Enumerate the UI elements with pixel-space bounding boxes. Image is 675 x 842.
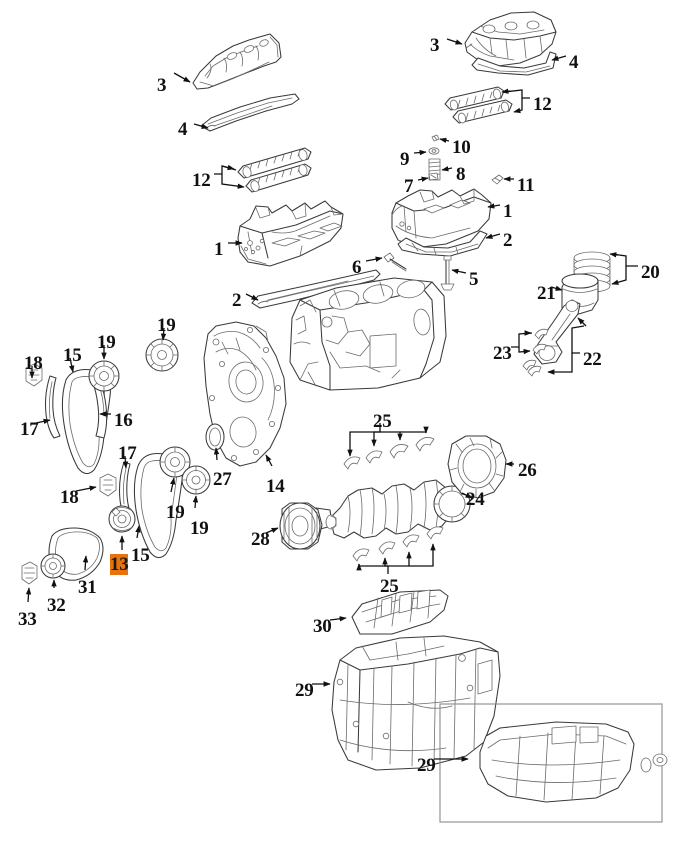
callout-label-17: 17	[20, 419, 39, 440]
part-valve-cover-left	[192, 33, 282, 90]
part-head-bolt-6	[383, 252, 407, 272]
part-valve-spring-seat-7	[428, 172, 439, 181]
callout-label-18: 18	[60, 487, 79, 508]
callout-label-25: 25	[373, 411, 392, 432]
part-valve-keeper-10	[431, 134, 440, 142]
callout-label-32: 32	[47, 595, 66, 616]
callout-label-16: 16	[114, 410, 133, 431]
part-camshaft-left-pair	[237, 147, 312, 193]
callout-label-31: 31	[78, 577, 97, 598]
callout-label-12: 12	[533, 94, 552, 115]
callout-label-10: 10	[452, 137, 471, 158]
part-oil-baffle-30	[351, 589, 449, 635]
part-camshaft-right-pair	[444, 86, 513, 124]
callout-label-19: 19	[97, 332, 116, 353]
callout-label-9: 9	[400, 149, 410, 170]
callout-label-20: 20	[641, 262, 660, 283]
part-rod-bearings-23	[522, 328, 549, 377]
part-cylinder-head-right	[391, 188, 492, 249]
part-engine-block	[289, 277, 447, 391]
callout-label-18: 18	[24, 353, 43, 374]
callout-label-26: 26	[518, 460, 537, 481]
part-chain-guide-17-a	[44, 375, 61, 439]
callout-label-8: 8	[456, 164, 466, 185]
part-oil-pan-29-main	[331, 635, 501, 771]
part-timing-cover-14	[203, 321, 287, 467]
callout-label-15: 15	[63, 345, 82, 366]
callout-label-12: 12	[192, 170, 211, 191]
callout-label-13: 13	[110, 554, 129, 575]
part-valve-cover-right	[464, 11, 557, 67]
part-sprocket-19-a	[88, 360, 120, 392]
part-sprocket-19-top	[145, 338, 179, 372]
part-valve-cover-gasket-left	[200, 93, 300, 132]
part-rear-main-seal-housing-26	[447, 435, 507, 499]
callout-label-14: 14	[266, 476, 285, 497]
callout-label-1: 1	[214, 239, 224, 260]
part-oil-pump-drive-33	[21, 561, 38, 585]
crankshaft-timing-gear	[433, 485, 471, 523]
callout-label-2: 2	[503, 230, 513, 251]
part-sprocket-19-c	[181, 465, 211, 495]
callout-label-21: 21	[537, 283, 556, 304]
callout-label-15: 15	[131, 545, 150, 566]
part-valve-spring-retainer-9	[428, 147, 440, 155]
callout-label-33: 33	[18, 609, 37, 630]
part-main-bearings-25-bottom	[352, 526, 444, 562]
part-valve-cover-gasket-right	[471, 51, 557, 76]
callout-label-1: 1	[503, 201, 513, 222]
callout-label-19: 19	[166, 502, 185, 523]
callout-label-4: 4	[569, 52, 579, 73]
part-oil-pan-29-inset	[479, 721, 668, 803]
callout-label-25: 25	[380, 576, 399, 597]
callout-label-19: 19	[190, 518, 209, 539]
callout-label-24: 24	[466, 489, 485, 510]
callout-label-3: 3	[157, 75, 167, 96]
part-cylinder-head-left	[237, 200, 344, 267]
part-valve-5	[440, 255, 455, 291]
part-head-gasket-left	[251, 269, 381, 309]
part-sprocket-19-b	[159, 446, 191, 478]
callout-label-7: 7	[404, 176, 414, 197]
leader-lines	[25, 38, 638, 762]
part-main-bearings-25-top	[343, 437, 435, 470]
callout-label-28: 28	[251, 529, 270, 550]
part-connecting-rod-22	[533, 299, 581, 365]
part-tensioner-18-b	[99, 473, 117, 497]
callout-label-23: 23	[493, 343, 512, 364]
part-front-crank-seal-27	[205, 423, 225, 451]
part-oil-pump-sprocket-32	[40, 553, 66, 579]
callout-label-22: 22	[583, 349, 602, 370]
callout-label-17: 17	[118, 443, 137, 464]
callout-label-29: 29	[295, 680, 314, 701]
part-valve-stem-seal-11	[491, 174, 504, 185]
callout-highlight-badge: 13	[110, 554, 129, 575]
callout-label-3: 3	[430, 35, 440, 56]
callout-label-19: 19	[157, 315, 176, 336]
callout-label-6: 6	[352, 257, 362, 278]
callout-label-4: 4	[178, 119, 188, 140]
callout-label-30: 30	[313, 616, 332, 637]
callout-label-2: 2	[232, 290, 242, 311]
part-head-gasket-right	[397, 230, 488, 257]
callout-label-11: 11	[517, 175, 535, 196]
part-timing-chain-tensioner-13	[108, 505, 136, 533]
callout-label-5: 5	[469, 269, 479, 290]
part-timing-chain-15-middle	[133, 452, 183, 559]
part-crankshaft-pulley-28	[279, 502, 337, 550]
callout-label-27: 27	[213, 469, 232, 490]
callout-label-29: 29	[417, 755, 436, 776]
